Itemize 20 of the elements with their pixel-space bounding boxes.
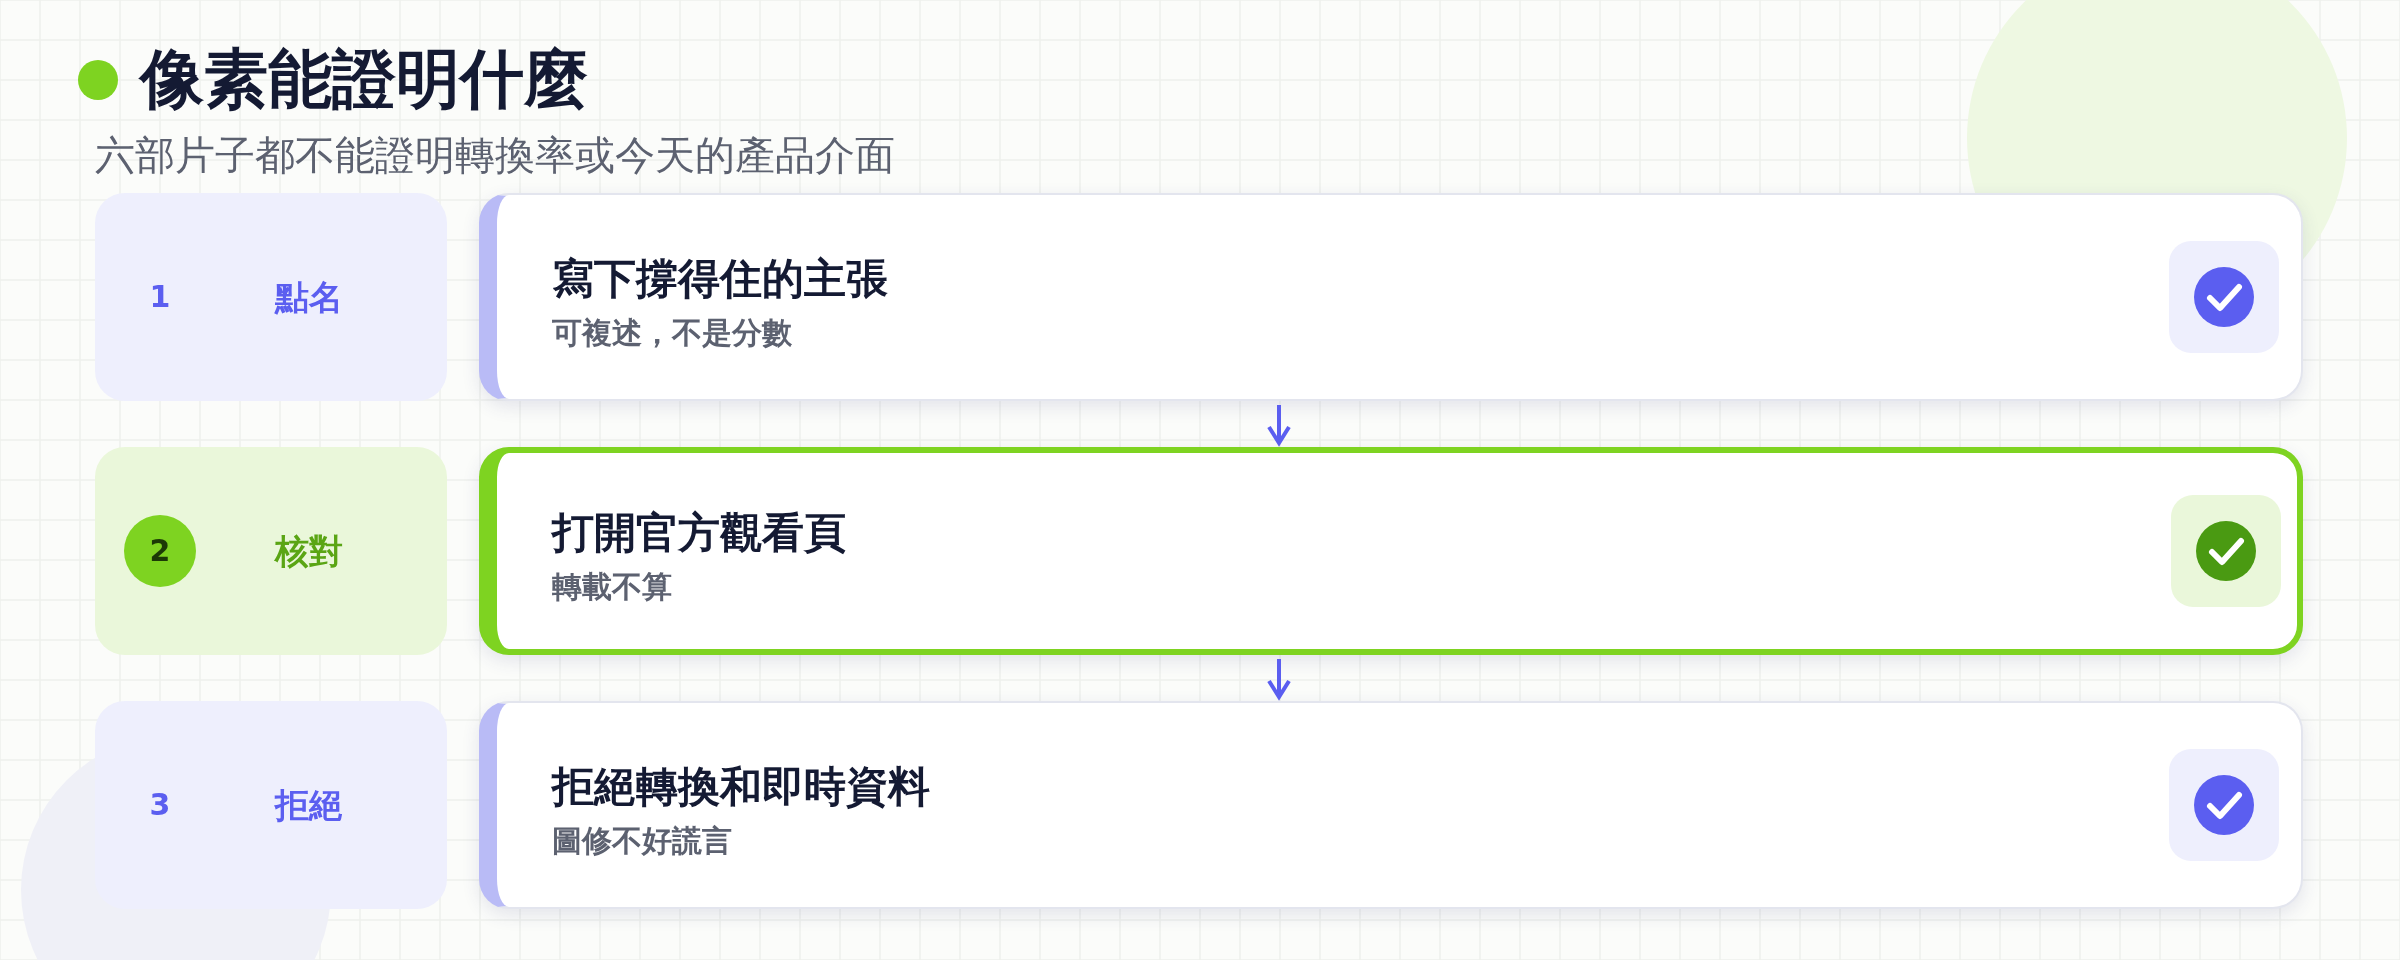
arrow <box>1267 405 1291 445</box>
card-heading: 寫下撐得住的主張 <box>552 253 888 305</box>
card-subtitle: 轉載不算 <box>552 568 672 606</box>
title: 像素能證明什麼 <box>140 41 588 118</box>
step-number-badge: 2 <box>124 515 196 587</box>
step-box <box>95 447 447 655</box>
arrow <box>1267 659 1291 699</box>
step-card <box>479 447 2303 655</box>
card-heading: 打開官方觀看頁 <box>552 507 846 559</box>
card-subtitle: 可複述，不是分數 <box>552 314 792 352</box>
step-label: 拒絕 <box>275 784 343 827</box>
step-card <box>479 701 2303 909</box>
step-label: 點名 <box>275 276 343 319</box>
card-subtitle: 圖修不好謊言 <box>552 822 732 860</box>
step-label: 核對 <box>275 530 343 573</box>
step-card <box>479 193 2303 401</box>
step-number: 3 <box>149 786 171 824</box>
subtitle: 六部片子都不能證明轉換率或今天的產品介面 <box>95 131 895 180</box>
card-heading: 拒絕轉換和即時資料 <box>552 761 930 813</box>
step-number: 1 <box>149 278 171 316</box>
